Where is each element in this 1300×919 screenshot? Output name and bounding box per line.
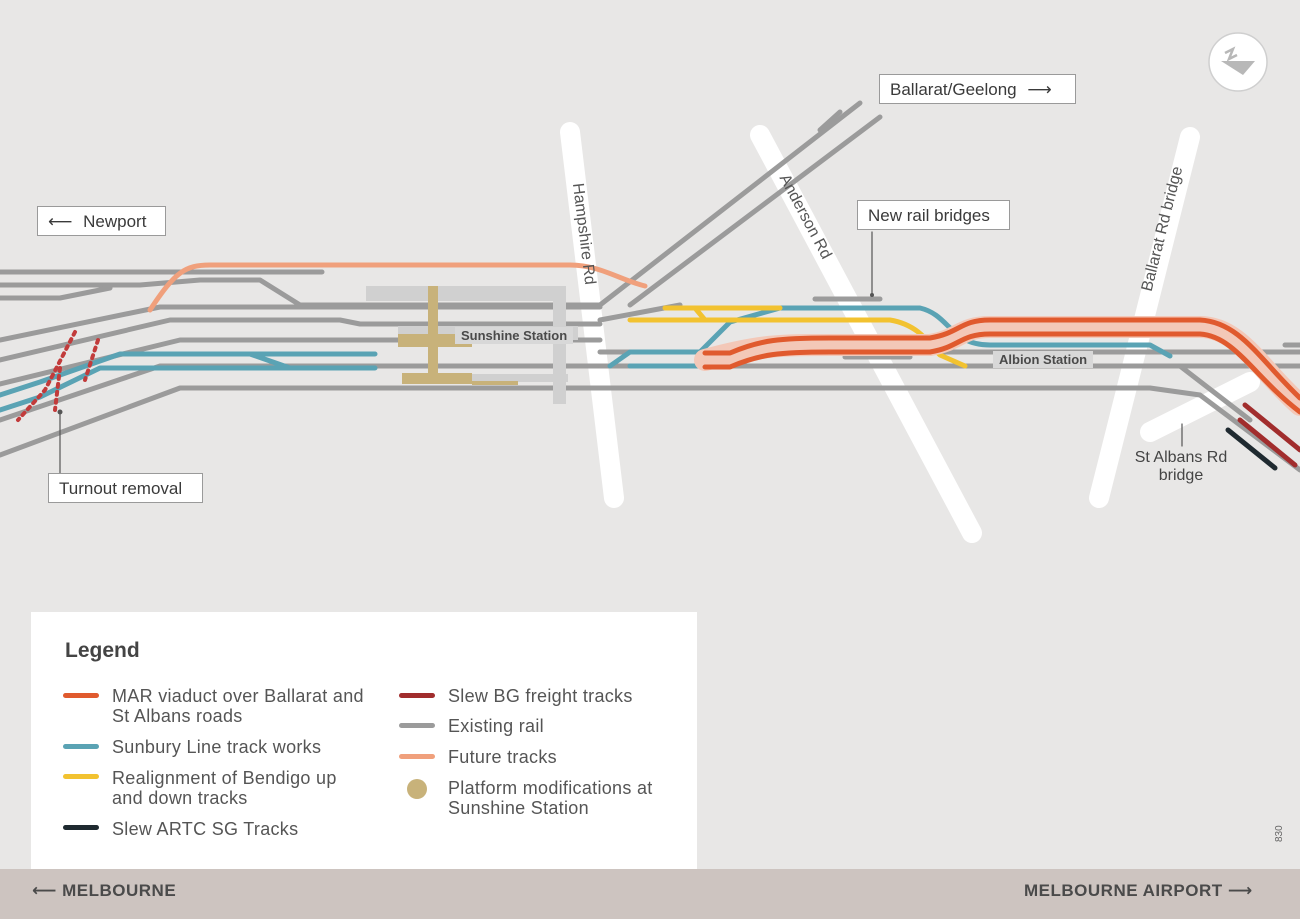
bg-freight bbox=[1237, 402, 1300, 468]
callout-newport-label: Newport bbox=[83, 212, 147, 231]
callout-ballarat-geelong-label: Ballarat/Geelong bbox=[890, 80, 1017, 99]
sunbury-line-works bbox=[0, 305, 1173, 413]
callout-ballarat-geelong: Ballarat/Geelong ⟶ bbox=[879, 74, 1076, 104]
legend: Legend MAR viaduct over Ballarat and St … bbox=[31, 612, 697, 869]
legend-swatch-future bbox=[399, 754, 435, 759]
footer-direction-melbourne: ⟵ MELBOURNE bbox=[32, 869, 176, 913]
legend-swatch-bendigo bbox=[63, 774, 99, 779]
document-code: 830 bbox=[1274, 825, 1285, 842]
footer-direction-airport: MELBOURNE AIRPORT ⟶ bbox=[1024, 869, 1253, 913]
north-arrow-icon bbox=[1208, 32, 1268, 92]
legend-item-platform: Platform modifications at Sunshine Stati… bbox=[448, 778, 653, 818]
legend-item-sunbury: Sunbury Line track works bbox=[112, 737, 322, 757]
legend-swatch-artc bbox=[63, 825, 99, 830]
station-label-albion: Albion Station bbox=[993, 351, 1094, 368]
legend-item-existing: Existing rail bbox=[448, 716, 544, 736]
station-label-sunshine: Sunshine Station bbox=[455, 327, 574, 344]
legend-item-bg-freight: Slew BG freight tracks bbox=[448, 686, 633, 706]
callout-new-rail-bridges-label: New rail bridges bbox=[868, 206, 990, 225]
legend-swatch-bg-freight bbox=[399, 693, 435, 698]
mar-viaduct bbox=[694, 316, 1300, 416]
legend-swatch-sunbury bbox=[63, 744, 99, 749]
callout-new-rail-bridges: New rail bridges bbox=[857, 200, 1010, 230]
callout-leaders bbox=[59, 231, 1183, 475]
callout-turnout-removal-label: Turnout removal bbox=[59, 479, 183, 498]
st-albans-road-bridge bbox=[1140, 372, 1260, 442]
existing-rail bbox=[0, 100, 1300, 473]
legend-swatch-existing bbox=[399, 723, 435, 728]
footer-bar: ⟵ MELBOURNE MELBOURNE AIRPORT ⟶ bbox=[0, 869, 1300, 919]
arrow-left-icon: ⟵ bbox=[32, 881, 57, 900]
legend-item-future: Future tracks bbox=[448, 747, 557, 767]
future-track bbox=[147, 262, 648, 313]
hampshire-road bbox=[560, 122, 624, 508]
legend-swatch-mar bbox=[63, 693, 99, 698]
footer-melbourne-label: MELBOURNE bbox=[62, 881, 177, 900]
legend-item-bendigo: Realignment of Bendigo up and down track… bbox=[112, 768, 337, 808]
legend-item-mar: MAR viaduct over Ballarat and St Albans … bbox=[112, 686, 364, 726]
turnout-removal-marks bbox=[16, 330, 100, 422]
footer-airport-label: MELBOURNE AIRPORT bbox=[1024, 881, 1223, 900]
arrow-left-icon: ⟵ bbox=[48, 212, 73, 231]
road-label-st-albans-bridge: St Albans Rd bridge bbox=[1134, 449, 1228, 484]
legend-swatch-platform bbox=[407, 779, 427, 799]
platform-modifications bbox=[366, 286, 578, 404]
callout-turnout-removal: Turnout removal bbox=[48, 473, 203, 503]
legend-title: Legend bbox=[65, 639, 140, 662]
artc-sg bbox=[1225, 427, 1278, 471]
legend-item-artc: Slew ARTC SG Tracks bbox=[112, 819, 299, 839]
arrow-right-icon: ⟶ bbox=[1227, 881, 1253, 900]
callout-newport: ⟵ Newport bbox=[37, 206, 166, 236]
arrow-right-icon: ⟶ bbox=[1027, 80, 1052, 99]
